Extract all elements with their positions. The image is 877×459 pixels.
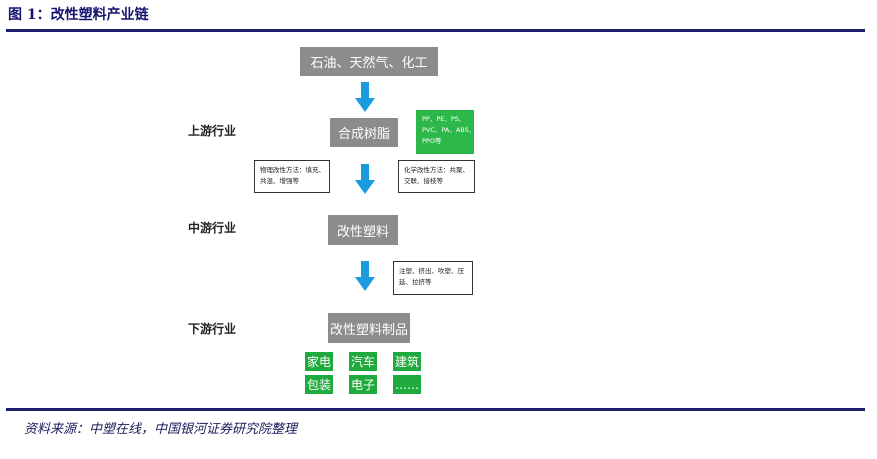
down-arrow-icon [355, 82, 375, 112]
source-note: 资料来源：中塑在线，中国银河证券研究院整理 [24, 422, 298, 437]
downstream-label: 下游行业 [188, 322, 237, 336]
resin-types-box: PP、PE、PS、 PVC、PA、ABS、 PPO等 [416, 110, 476, 154]
physical-methods-line: 共混、增强等 [260, 177, 299, 185]
chemical-modification-box: 化学改性方法：共聚、 交联、接枝等 [398, 160, 475, 193]
application-tile-electronics: 电子 [349, 375, 377, 394]
application-tile-construction: 建筑 [393, 352, 421, 371]
application-tile-appliances: 家电 [305, 352, 333, 371]
figure-title: 图 1：改性塑料产业链 [8, 7, 149, 23]
resin-types-line: PVC、PA、ABS、 [422, 126, 476, 134]
processing-line: 注塑、挤出、吹塑、压 [399, 267, 464, 275]
chemical-methods-line: 交联、接枝等 [404, 177, 443, 185]
resin-types-line: PP、PE、PS、 [422, 115, 466, 123]
processing-line: 延、拉挤等 [399, 278, 432, 286]
modified-plastics-box: 改性塑料 [328, 215, 398, 245]
physical-methods-line: 物理改性方法：填充、 [260, 166, 325, 174]
down-arrow-icon [355, 261, 375, 291]
synthetic-resin-box: 合成树脂 [330, 118, 398, 147]
physical-modification-box: 物理改性方法：填充、 共混、增强等 [254, 160, 330, 193]
down-arrow-icon [355, 164, 375, 194]
bottom-divider [6, 408, 865, 411]
upstream-label: 上游行业 [188, 124, 237, 138]
application-tile-more: …… [393, 375, 421, 394]
chemical-methods-line: 化学改性方法：共聚、 [404, 166, 469, 174]
midstream-label: 中游行业 [188, 221, 237, 235]
application-tile-packaging: 包装 [305, 375, 333, 394]
application-tile-automotive: 汽车 [349, 352, 377, 371]
top-divider [6, 29, 865, 32]
resin-types-line: PPO等 [422, 137, 442, 145]
processing-methods-box: 注塑、挤出、吹塑、压 延、拉挤等 [393, 261, 473, 295]
modified-plastic-products-box: 改性塑料制品 [328, 313, 410, 343]
raw-materials-box: 石油、天然气、化工 [300, 47, 438, 76]
